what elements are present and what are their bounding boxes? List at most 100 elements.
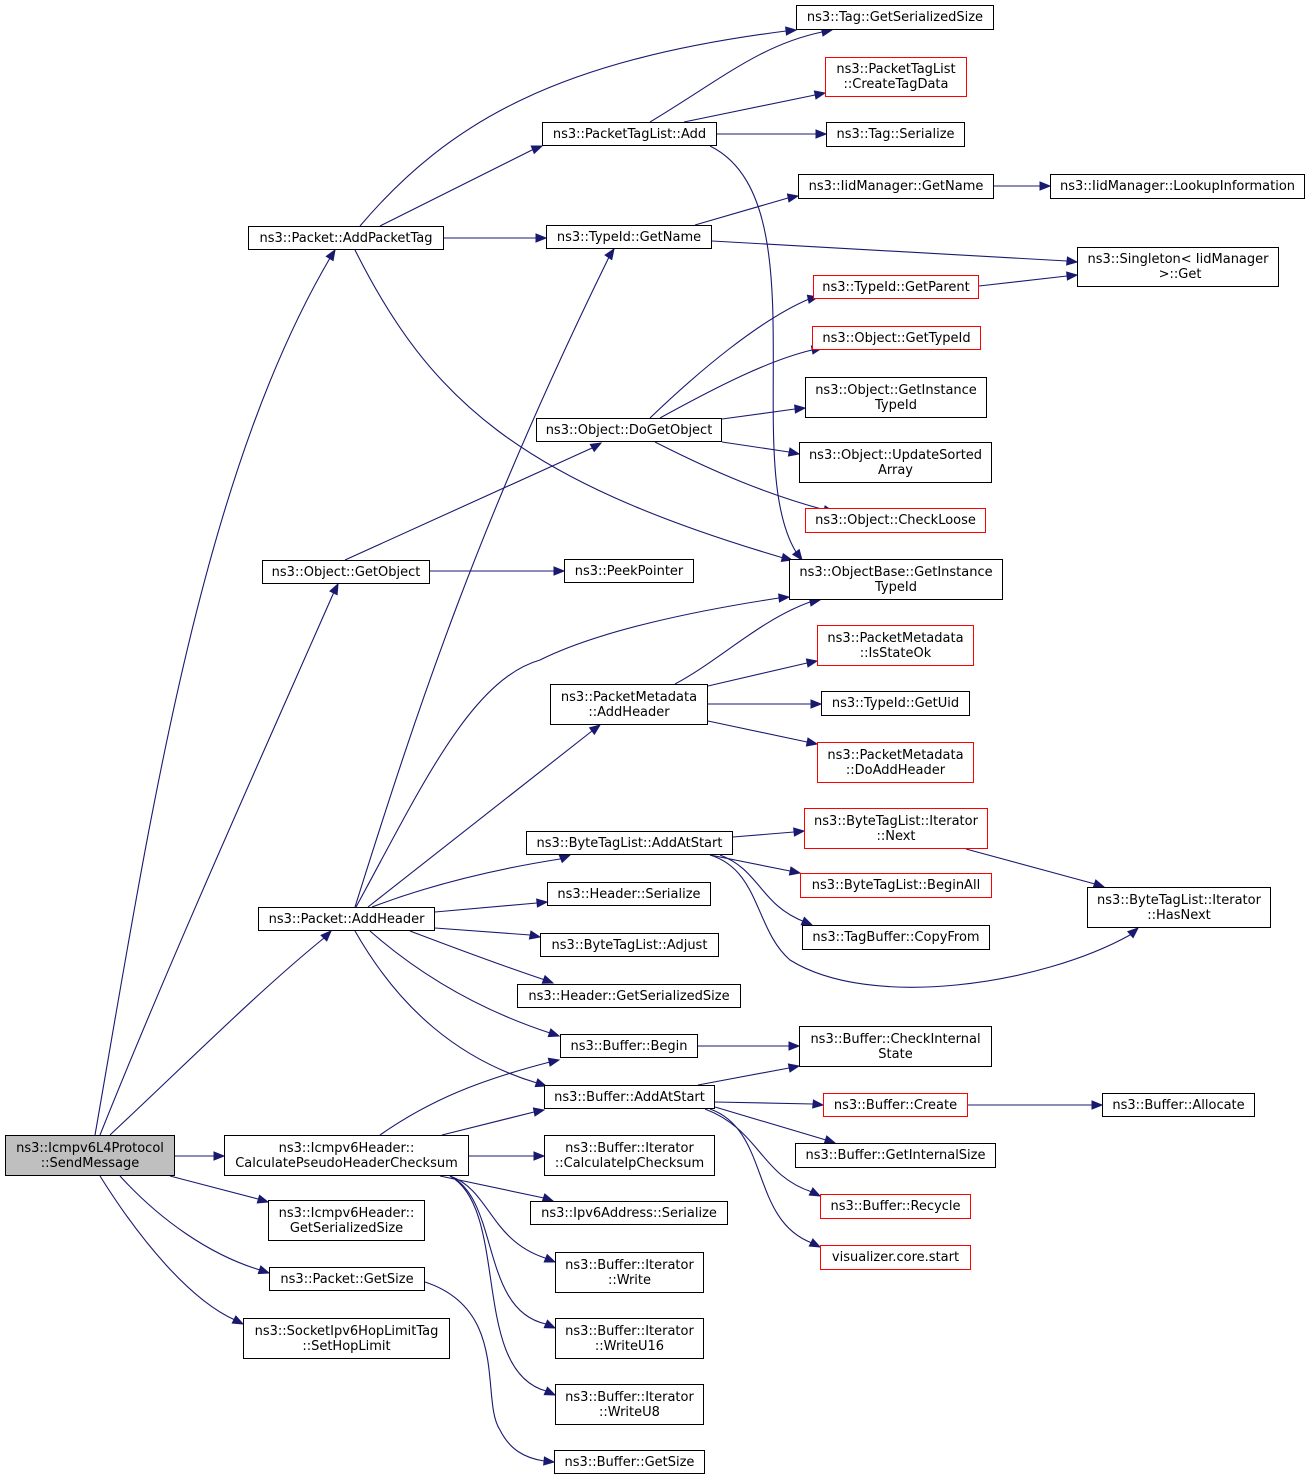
arrowhead-root-to-calc-pseudo — [213, 1151, 226, 1161]
node-buffer-iterator-write-u8[interactable]: ns3::Buffer::Iterator ::WriteU8 — [555, 1384, 704, 1425]
node-tag-buffer-copy-from[interactable]: ns3::TagBuffer::CopyFrom — [802, 925, 990, 950]
node-packet-metadata-do-add-header[interactable]: ns3::PacketMetadata ::DoAddHeader — [817, 742, 974, 783]
edge-get-parent-to-singleton — [978, 275, 1068, 287]
node-icmpv6-send-message: ns3::Icmpv6L4Protocol ::SendMessage — [5, 1135, 175, 1176]
node-packet-add-header[interactable]: ns3::Packet::AddHeader — [258, 907, 435, 931]
arrowhead-create-to-allocate — [1091, 1100, 1104, 1110]
node-object-check-loose[interactable]: ns3::Object::CheckLoose — [805, 508, 986, 533]
node-buffer-check-internal-state[interactable]: ns3::Buffer::CheckInternal State — [799, 1026, 992, 1067]
node-tag-get-serialized-size[interactable]: ns3::Tag::GetSerializedSize — [796, 5, 994, 30]
node-buffer-get-internal-size[interactable]: ns3::Buffer::GetInternalSize — [795, 1143, 996, 1168]
edge-root-to-icmp-get-ser-size — [169, 1175, 259, 1200]
edge-btl-add-to-has-next — [709, 854, 1131, 988]
node-tag-serialize[interactable]: ns3::Tag::Serialize — [826, 122, 965, 147]
node-buffer-iterator-calculate-ip-checksum[interactable]: ns3::Buffer::Iterator ::CalculateIpCheck… — [544, 1135, 715, 1176]
node-header-serialize[interactable]: ns3::Header::Serialize — [547, 882, 711, 906]
arrowhead-buf-add-to-check-internal — [787, 1063, 801, 1073]
edge-dgo-to-get-type-id — [659, 349, 813, 419]
node-socket-hop-limit-set[interactable]: ns3::SocketIpv6HopLimitTag ::SetHopLimit — [243, 1318, 450, 1359]
node-peek-pointer[interactable]: ns3::PeekPointer — [564, 559, 694, 583]
edge-add-header-to-pm-add-header — [367, 730, 593, 908]
arrowhead-calc-pseudo-to-calc-ip-checksum — [533, 1151, 546, 1161]
node-buffer-recycle[interactable]: ns3::Buffer::Recycle — [820, 1194, 971, 1219]
edge-pm-to-objbase — [674, 601, 811, 685]
node-packet-tag-list-create-tag-data[interactable]: ns3::PacketTagList ::CreateTagData — [825, 57, 967, 97]
node-packet-metadata-add-header[interactable]: ns3::PacketMetadata ::AddHeader — [550, 684, 708, 725]
edge-add-header-to-typeid-get-name — [354, 254, 611, 908]
edge-add-header-to-buf-begin — [369, 930, 551, 1034]
edge-tail-add-header-to-header-get-ser-size — [543, 978, 546, 981]
arrowhead-ptl-to-tag-serialize — [815, 129, 828, 139]
arrowhead-add-header-to-typeid-get-name — [604, 247, 615, 261]
node-buffer-begin[interactable]: ns3::Buffer::Begin — [560, 1034, 698, 1058]
node-packet-tag-list-add[interactable]: ns3::PacketTagList::Add — [542, 122, 717, 146]
node-buffer-iterator-write[interactable]: ns3::Buffer::Iterator ::Write — [555, 1252, 704, 1293]
node-singleton-iid-manager-get[interactable]: ns3::Singleton< IidManager >::Get — [1077, 247, 1279, 287]
edge-btl-add-to-iter-next — [732, 831, 795, 838]
arrowhead-buf-add-to-create — [812, 1099, 825, 1109]
node-ipv6-address-serialize[interactable]: ns3::Ipv6Address::Serialize — [530, 1201, 728, 1225]
node-byte-tag-list-adjust[interactable]: ns3::ByteTagList::Adjust — [540, 933, 719, 957]
arrowhead-pm-to-get-uid — [810, 699, 823, 709]
arrowhead-ptl-to-create-tag-data — [813, 90, 827, 100]
arrowhead-add-header-to-btl-adjust — [528, 930, 542, 940]
arrowhead-get-parent-to-singleton — [1066, 271, 1079, 281]
edge-buf-add-to-viz-start — [709, 1108, 813, 1244]
edge-apt-to-tag-get-ser-size — [359, 30, 787, 227]
node-typeid-get-name[interactable]: ns3::TypeId::GetName — [546, 225, 712, 249]
edge-root-to-set-hop-limit — [99, 1175, 236, 1321]
node-buffer-allocate[interactable]: ns3::Buffer::Allocate — [1102, 1093, 1255, 1117]
arrowhead-iid-get-name-to-lookup — [1039, 181, 1052, 191]
arrowhead-apt-to-typeid-get-name — [535, 233, 548, 243]
node-typeid-get-parent[interactable]: ns3::TypeId::GetParent — [813, 275, 979, 299]
edge-calc-pseudo-to-iter-write — [449, 1175, 546, 1259]
edge-buf-add-to-recycle — [704, 1108, 813, 1193]
node-byte-tag-list-add-at-start[interactable]: ns3::ByteTagList::AddAtStart — [526, 831, 733, 855]
arrowhead-dgo-to-update-sorted — [787, 447, 801, 457]
node-icmpv6-get-serialized-size[interactable]: ns3::Icmpv6Header:: GetSerializedSize — [268, 1200, 425, 1241]
node-object-base-get-instance-type-id[interactable]: ns3::ObjectBase::GetInstance TypeId — [789, 559, 1003, 600]
node-icmpv6-calculate-pseudo-header-checksum[interactable]: ns3::Icmpv6Header:: CalculatePseudoHeade… — [224, 1135, 469, 1176]
node-iid-manager-lookup-information[interactable]: ns3::IidManager::LookupInformation — [1050, 174, 1305, 199]
edge-apt-to-ptl-add — [379, 149, 533, 227]
arrowhead-btl-add-to-has-next — [1126, 927, 1140, 939]
node-buffer-create[interactable]: ns3::Buffer::Create — [823, 1093, 968, 1117]
arrowhead-typeid-to-singleton-get — [1066, 256, 1079, 266]
arrowhead-add-header-to-buf-add-at-start — [534, 1078, 548, 1088]
node-visualizer-core-start[interactable]: visualizer.core.start — [820, 1245, 971, 1270]
arrowhead-apt-to-ptl-add — [530, 145, 544, 155]
node-object-update-sorted-array[interactable]: ns3::Object::UpdateSorted Array — [799, 442, 992, 483]
node-iid-manager-get-name[interactable]: ns3::IidManager::GetName — [798, 174, 994, 199]
node-buffer-add-at-start[interactable]: ns3::Buffer::AddAtStart — [544, 1085, 715, 1109]
arrowhead-apt-to-tag-get-ser-size — [785, 26, 798, 36]
node-byte-tag-list-begin-all[interactable]: ns3::ByteTagList::BeginAll — [800, 873, 992, 898]
edge-tail-btl-add-to-copy-from — [802, 920, 806, 923]
arrowhead-buf-begin-to-check-internal — [788, 1041, 801, 1051]
node-object-get-instance-type-id[interactable]: ns3::Object::GetInstance TypeId — [805, 377, 987, 418]
node-packet-get-size[interactable]: ns3::Packet::GetSize — [269, 1267, 425, 1291]
node-header-get-serialized-size[interactable]: ns3::Header::GetSerializedSize — [517, 984, 741, 1008]
arrowhead-calc-pseudo-to-iter-write — [543, 1253, 557, 1263]
node-typeid-get-uid[interactable]: ns3::TypeId::GetUid — [821, 691, 970, 716]
edge-add-header-to-header-get-ser-size — [409, 930, 546, 981]
arrowhead-add-header-to-objbase — [778, 593, 791, 603]
edge-btl-add-to-copy-from — [719, 854, 806, 923]
edge-buf-add-to-check-internal — [697, 1067, 790, 1086]
edge-calc-pseudo-to-buf-begin — [379, 1061, 551, 1136]
node-object-do-get-object[interactable]: ns3::Object::DoGetObject — [536, 418, 722, 442]
edge-add-header-to-buf-add-at-start — [354, 930, 538, 1084]
edge-root-to-get-object — [99, 591, 335, 1136]
node-byte-tag-list-iterator-next[interactable]: ns3::ByteTagList::Iterator ::Next — [804, 808, 988, 849]
node-object-get-type-id[interactable]: ns3::Object::GetTypeId — [812, 326, 981, 350]
node-packet-metadata-is-state-ok[interactable]: ns3::PacketMetadata ::IsStateOk — [817, 625, 974, 666]
node-packet-add-packet-tag[interactable]: ns3::Packet::AddPacketTag — [248, 226, 444, 250]
node-buffer-get-size[interactable]: ns3::Buffer::GetSize — [554, 1450, 705, 1474]
arrowhead-root-to-add-packet-tag — [325, 248, 336, 262]
edge-ptl-to-objbase-get-inst — [709, 145, 797, 553]
node-byte-tag-list-iterator-has-next[interactable]: ns3::ByteTagList::Iterator ::HasNext — [1087, 887, 1271, 928]
edge-pm-to-do-add-header — [707, 720, 808, 743]
edge-pm-to-is-state-ok — [707, 662, 808, 687]
node-object-get-object[interactable]: ns3::Object::GetObject — [262, 560, 430, 584]
node-buffer-iterator-write-u16[interactable]: ns3::Buffer::Iterator ::WriteU16 — [555, 1318, 704, 1359]
edge-add-header-to-header-serialize — [434, 902, 538, 913]
